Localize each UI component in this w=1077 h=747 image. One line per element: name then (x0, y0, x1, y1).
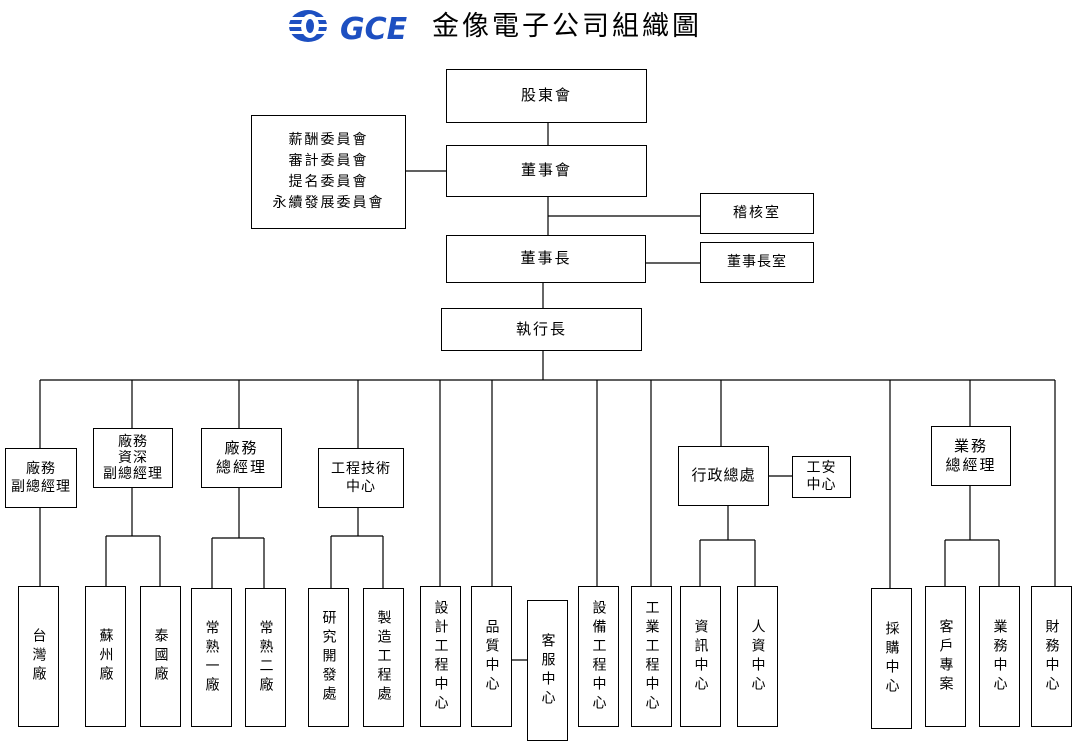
shareholders-box: 股東會 (446, 69, 647, 123)
ceo-box: 執行長 (441, 308, 642, 351)
it-center-box: 資訊中心 (680, 586, 721, 727)
chairman-office-box: 董事長室 (700, 242, 814, 283)
customer-service-center-box: 客服中心 (527, 600, 568, 741)
committee-item: 永續發展委員會 (272, 195, 385, 211)
finance-center-box: 財務中心 (1031, 586, 1072, 727)
committees-box: 薪酬委員會 審計委員會 提名委員會 永續發展委員會 (251, 115, 406, 229)
industrial-eng-center-box: 工業工程中心 (631, 586, 672, 727)
chart-title: 金像電子公司組織圖 (432, 11, 702, 42)
safety-center-box: 工安 中心 (792, 456, 851, 498)
board-box: 董事會 (446, 145, 647, 197)
procurement-center-box: 採購中心 (871, 588, 912, 729)
design-eng-center-box: 設計工程中心 (420, 586, 461, 727)
admin-office-box: 行政總處 (678, 446, 769, 506)
sales-center-box: 業務中心 (979, 586, 1020, 727)
gce-logo: GCE (289, 10, 408, 46)
taiwan-plant-box: 台灣廠 (18, 586, 59, 727)
plant-gm-box: 廠務 總經理 (201, 428, 282, 488)
engineering-tech-center-box: 工程技術 中心 (318, 448, 404, 508)
sales-gm-box: 業務 總經理 (931, 426, 1011, 486)
hr-center-box: 人資中心 (737, 586, 778, 727)
changshu-plant-1-box: 常熟一廠 (191, 588, 232, 727)
customer-projects-box: 客戶專案 (925, 586, 966, 727)
plant-deputy-gm-box: 廠務 副總經理 (5, 448, 77, 508)
chairman-box: 董事長 (446, 235, 646, 283)
changshu-plant-2-box: 常熟二廠 (245, 588, 286, 727)
manufacturing-eng-office-box: 製造工程處 (363, 588, 404, 727)
rd-office-box: 研究開發處 (308, 588, 349, 727)
committee-item: 提名委員會 (288, 174, 369, 190)
plant-senior-deputy-gm-box: 廠務 資深 副總經理 (93, 428, 173, 488)
suzhou-plant-box: 蘇州廠 (85, 586, 126, 727)
committee-item: 薪酬委員會 (288, 132, 369, 148)
logo-text: GCE (340, 12, 408, 46)
equipment-eng-center-box: 設備工程中心 (578, 586, 619, 727)
committee-item: 審計委員會 (288, 153, 369, 169)
quality-center-box: 品質中心 (471, 586, 512, 727)
audit-office-box: 稽核室 (700, 193, 814, 234)
thailand-plant-box: 泰國廠 (140, 586, 181, 727)
